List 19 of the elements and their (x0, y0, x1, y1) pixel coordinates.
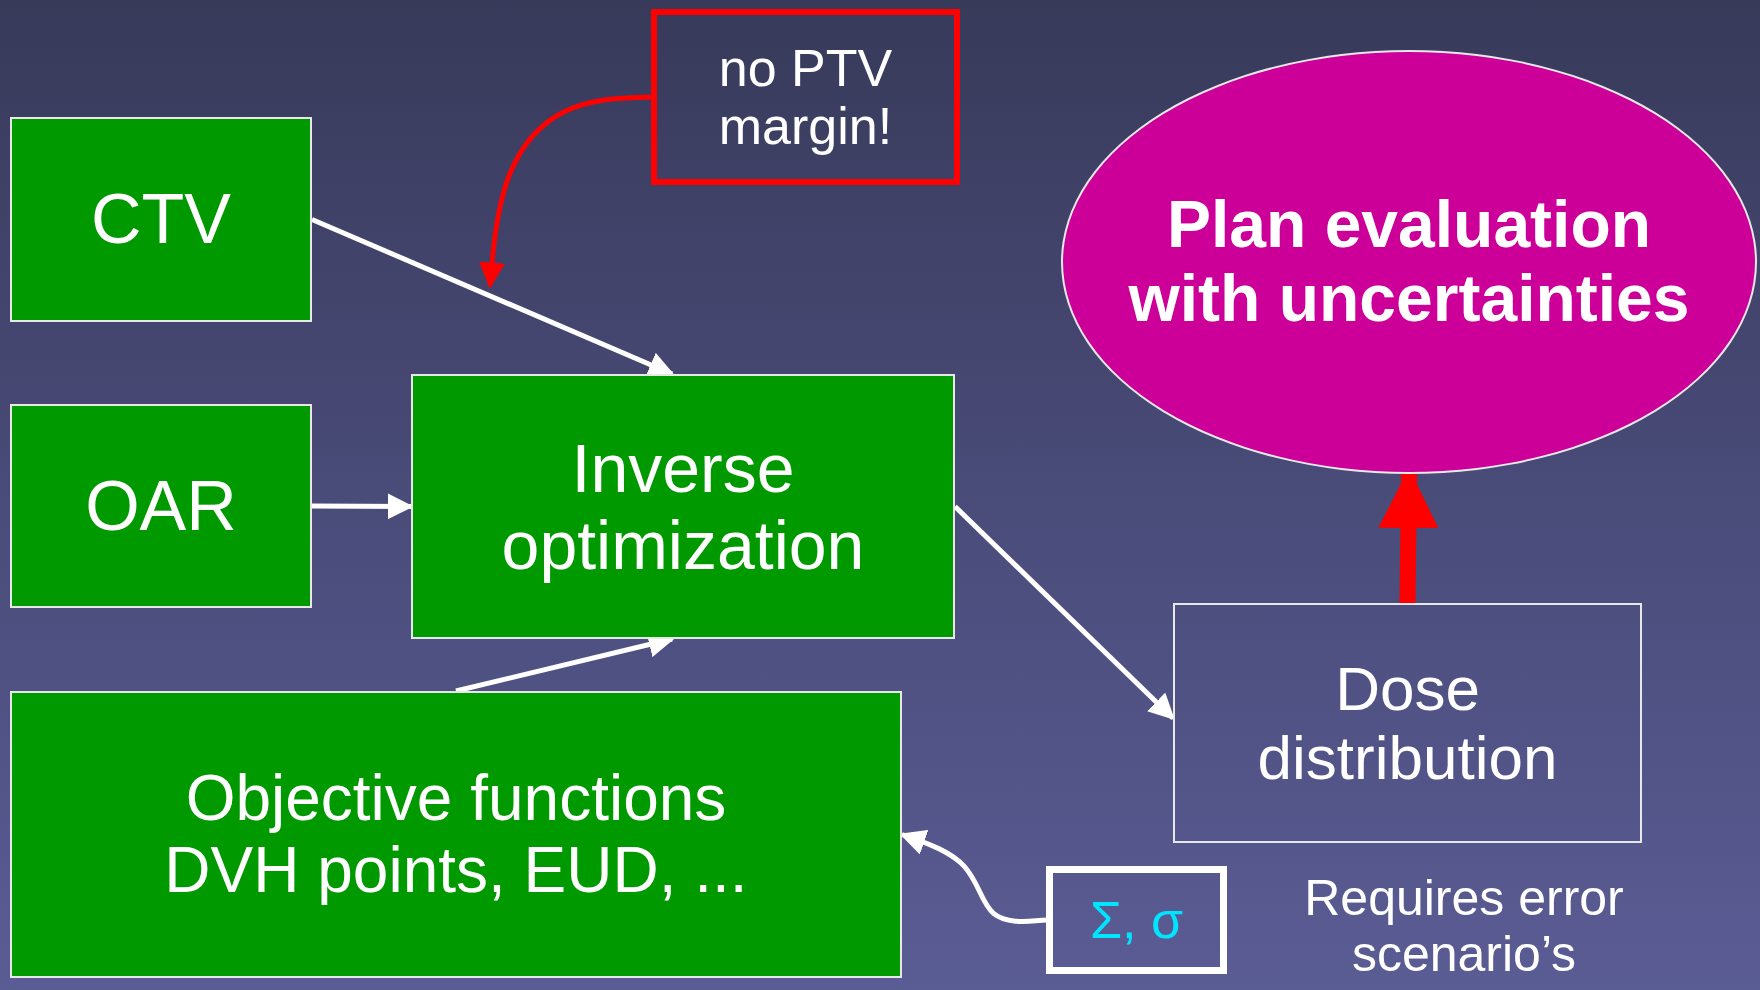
parameter-box (1046, 866, 1227, 974)
process-box (10, 117, 312, 322)
node-text: Dose distribution (1256, 653, 1559, 793)
node-text: Σ, σ (1089, 890, 1184, 950)
node-text: OAR (85, 466, 237, 546)
node-text: Inverse optimization (500, 430, 866, 583)
arrow (311, 217, 675, 377)
leader-arrow (479, 94, 652, 289)
node-text: Plan evaluation with uncertainties (1127, 188, 1691, 336)
note-box (651, 9, 960, 185)
node-text: no PTV margin! (717, 38, 894, 156)
node-text: DVH points, EUD, ... (164, 834, 748, 907)
node-text: CTV (91, 180, 231, 259)
process-box (10, 404, 312, 608)
process-box (411, 374, 955, 639)
process-box (10, 691, 902, 978)
process-box (1173, 603, 1642, 843)
note-text: Requires error scenario’s (1303, 870, 1625, 982)
node-text: Objective functions (185, 762, 727, 835)
